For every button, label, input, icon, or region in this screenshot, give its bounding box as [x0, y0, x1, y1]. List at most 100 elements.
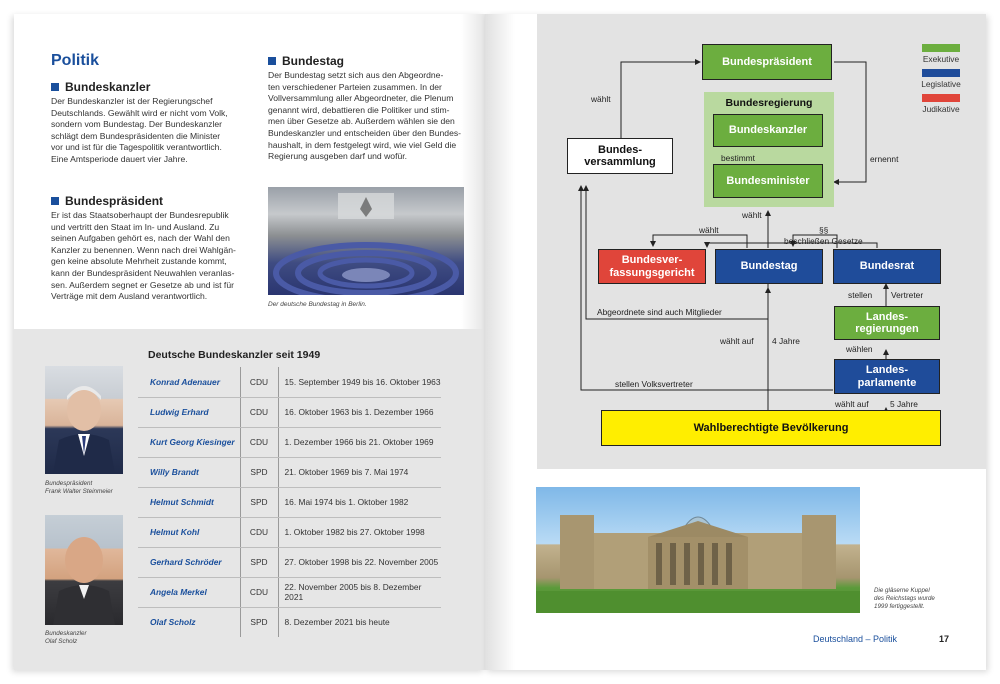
chancellor-party: SPD	[239, 547, 279, 578]
legend-legislative: Legislative	[919, 69, 963, 89]
legend-swatch-legislative	[922, 69, 960, 77]
reichstag-caption: Die gläserne Kuppel des Reichstags wurde…	[874, 587, 935, 611]
chancellor-name: Angela Merkel	[138, 577, 240, 608]
legend-exekutive: Exekutive	[919, 44, 963, 64]
box-line: Bundes-	[598, 143, 642, 156]
text-line: Kanzler zu benennen. Wenn nach drei Wahl…	[51, 244, 236, 255]
chancellor-party: CDU	[239, 367, 279, 398]
text-line: sondern vom Bundestag. Der Bundeskanzler	[51, 119, 223, 130]
label-beschliessen-gesetze: beschließen Gesetze	[784, 236, 863, 246]
text-line: vor und ist für die Tagespolitik verantw…	[51, 142, 222, 153]
section-title: Politik	[51, 52, 100, 69]
chancellor-panel: Deutsche Bundeskanzler seit 1949 Bundesp…	[14, 329, 485, 670]
chancellor-name: Kurt Georg Kiesinger	[138, 427, 240, 458]
chancellor-party: CDU	[239, 427, 279, 458]
chancellor-term: 8. Dezember 2021 bis heute	[284, 617, 390, 628]
label-paragraph: §§	[819, 225, 829, 235]
table-row: Olaf Scholz SPD 8. Dezember 2021 bis heu…	[138, 607, 441, 637]
text-line: Er ist das Staatsoberhaupt der Bundesrep…	[51, 210, 229, 220]
table-row: Ludwig Erhard CDU 16. Oktober 1963 bis 1…	[138, 397, 441, 428]
square-bullet-icon	[51, 197, 59, 205]
bundeskanzler-box: Bundeskanzler	[713, 114, 823, 147]
chancellor-name: Helmut Kohl	[138, 517, 240, 548]
portrait-photo-steinmeier	[45, 366, 123, 474]
square-bullet-icon	[51, 83, 59, 91]
chancellor-name: Helmut Schmidt	[138, 487, 240, 518]
table-row: Gerhard Schröder SPD 27. Oktober 1998 bi…	[138, 547, 441, 578]
bundesrat-box: Bundesrat	[833, 249, 941, 284]
landesregierungen-box: Landes- regierungen	[834, 306, 940, 340]
political-system-diagram: Bundesregierung Bundespräsident Bundeska…	[537, 14, 986, 469]
text-line: schlägt dem Bundespräsidenten die Minist…	[51, 130, 221, 141]
page-number: 17	[939, 634, 950, 644]
bundespraesident-heading: Bundespräsident	[51, 194, 163, 208]
chancellor-name: Gerhard Schröder	[138, 547, 240, 578]
box-line: Bundesver-	[621, 254, 683, 266]
box-line: Landes-	[865, 310, 909, 323]
box-line: parlamente	[857, 376, 917, 389]
caption-line: Frank Walter Steinmeier	[45, 488, 113, 495]
label-stellen: stellen	[848, 290, 873, 300]
caption-line: Bundespräsident	[45, 480, 93, 487]
legend-label: Judikative	[922, 104, 960, 114]
bundeskanzler-text: Der Bundeskanzler ist der Regierungschef…	[51, 96, 228, 166]
chancellor-table-title: Deutsche Bundeskanzler seit 1949	[148, 349, 321, 361]
chancellor-name: Konrad Adenauer	[138, 367, 240, 398]
bundespraesident-box: Bundespräsident	[702, 44, 832, 80]
chancellor-party: CDU	[239, 517, 279, 548]
text-line: Regierung ausgeben darf und wofür.	[268, 151, 408, 162]
table-row: Konrad Adenauer CDU 15. September 1949 b…	[138, 367, 441, 398]
label-waehlen: wählen	[846, 344, 873, 354]
portrait-photo-scholz	[45, 515, 123, 625]
square-bullet-icon	[268, 57, 276, 65]
verfassungsgericht-box: Bundesver- fassungsgericht	[598, 249, 706, 284]
text-line: Deutschlands. Gewählt wird er nicht vom …	[51, 107, 228, 118]
box-line: fassungsgericht	[609, 266, 695, 279]
chancellor-name: Willy Brandt	[138, 457, 240, 488]
label-stellen-volksvertreter: stellen Volksvertreter	[615, 379, 693, 389]
bundestag-box: Bundestag	[715, 249, 823, 284]
label-vertreter: Vertreter	[891, 290, 924, 300]
table-row: Kurt Georg Kiesinger CDU 1. Dezember 196…	[138, 427, 441, 458]
chancellor-term: 15. September 1949 bis 16. Oktober 1963	[278, 367, 441, 398]
bundespraesident-text: Er ist das Staatsoberhaupt der Bundesrep…	[51, 210, 236, 303]
chancellor-name: Ludwig Erhard	[138, 397, 240, 428]
legend-judikative: Judikative	[919, 94, 963, 114]
text-line: sen. Außerdem segnet er Gesetze ab und i…	[51, 279, 234, 290]
reichstag-illustration	[536, 515, 860, 613]
left-page: Politik Bundeskanzler Der Bundeskanzler …	[14, 14, 485, 670]
bundestag-text: Der Bundestag setzt sich aus den Abgeord…	[268, 70, 461, 163]
footer-section-name: Deutschland – Politik	[813, 634, 898, 644]
bundesversammlung-box: Bundes- versammlung	[567, 138, 673, 174]
portrait-caption-scholz: Bundeskanzler Olaf Scholz	[45, 630, 87, 646]
chancellor-party: SPD	[239, 487, 279, 518]
text-line: ten verschiedener Parteien zusammen. In …	[268, 81, 442, 92]
box-line: regierungen	[855, 323, 919, 335]
portrait-illustration	[53, 537, 115, 625]
portrait-caption-steinmeier: Bundespräsident Frank Walter Steinmeier	[45, 480, 113, 496]
label-waehlt: wählt	[591, 94, 611, 104]
caption-line: 1999 fertiggestellt.	[874, 603, 925, 610]
chancellor-term: 1. Dezember 1966 bis 21. Oktober 1969	[278, 427, 441, 458]
bevoelkerung-box: Wahlberechtigte Bevölkerung	[601, 410, 941, 446]
label-5-jahre: 5 Jahre	[890, 399, 918, 409]
text-line: Der Bundeskanzler ist der Regierungschef	[51, 96, 213, 106]
text-line: kann der Bundespräsident Neuwahlen veran…	[51, 267, 235, 278]
label-waehlt-regierung: wählt	[742, 210, 762, 220]
text-line: seinen Aufgaben gehört es, nach der Wahl…	[51, 233, 230, 244]
table-row: Helmut Schmidt SPD 16. Mai 1974 bis 1. O…	[138, 487, 441, 518]
chancellor-term: 16. Oktober 1963 bis 1. Dezember 1966	[278, 397, 441, 428]
label-abgeordnete: Abgeordnete sind auch Mitglieder	[597, 307, 722, 317]
bundesregierung-label: Bundesregierung	[725, 97, 813, 109]
bundestag-heading: Bundestag	[268, 54, 344, 68]
box-line: versammlung	[584, 156, 656, 168]
chancellor-term: 27. Oktober 1998 bis 22. November 2005	[278, 547, 441, 578]
chancellor-party: SPD	[239, 457, 279, 488]
label-ernennt: ernennt	[870, 154, 899, 164]
legend-swatch-judikative	[922, 94, 960, 102]
caption-line: des Reichstags wurde	[874, 595, 935, 602]
table-row: Angela Merkel CDU 22. November 2005 bis …	[138, 577, 441, 608]
text-line: haushalt, in dem festgelegt wird, wie vi…	[268, 139, 457, 150]
portrait-illustration	[53, 386, 115, 474]
bundestag-photo-caption: Der deutsche Bundestag in Berlin.	[268, 301, 367, 308]
